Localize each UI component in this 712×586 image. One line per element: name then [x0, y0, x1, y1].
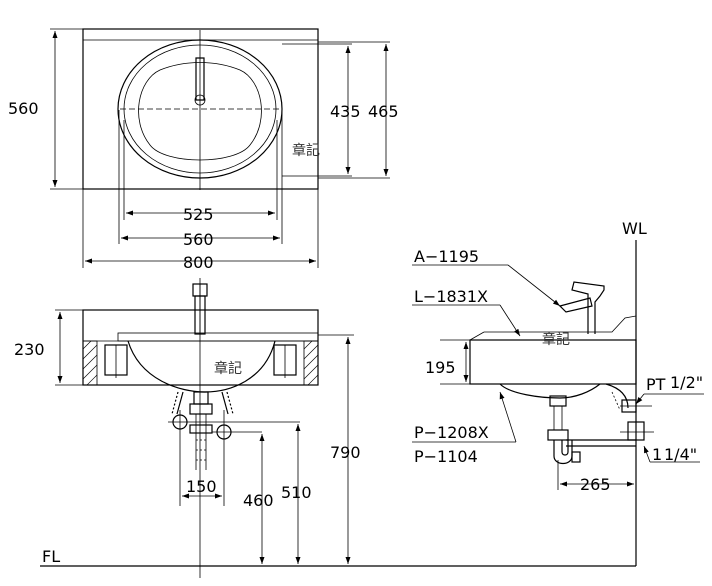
dim-bowl-width-inner: 525 [183, 205, 214, 224]
counter-slab-front [82, 309, 319, 386]
bowl-basin [138, 62, 262, 161]
side-view: WL 章記 [412, 219, 704, 566]
floor-line-group: FL [40, 547, 636, 567]
front-view: 章記 230 [14, 278, 361, 578]
floor-line-label: FL [42, 547, 60, 566]
label-pipe-fraction: 1/4" [664, 445, 697, 464]
label-faucet: A−1195 [414, 247, 479, 266]
wall-line-label: WL [622, 219, 647, 238]
label-pt-fraction: 1/2" [670, 373, 703, 392]
dim-depth-total: 560 [8, 99, 39, 118]
dim-bowl-depth-inner: 435 [330, 102, 361, 121]
dim-counter-height-front: 230 [14, 340, 45, 359]
label-pipe-whole: 1 [652, 445, 662, 464]
dim-drain-spacing: 150 [186, 477, 217, 496]
hatched-supports [82, 340, 319, 386]
dim-counter-width: 800 [183, 253, 214, 272]
trap-side [547, 395, 636, 465]
faucet-side [558, 281, 605, 334]
dim-bowl-depth-outer: 465 [368, 102, 399, 121]
label-pt-prefix: PT [646, 375, 666, 394]
dim-trap-offset: 265 [580, 475, 611, 494]
counter-top-outline [82, 28, 319, 190]
stamp-front: 章記 [214, 360, 242, 377]
faucet-top [195, 57, 205, 101]
dim-supply-height: 460 [243, 491, 274, 510]
dim-drain-height: 510 [281, 483, 312, 502]
bowl-side [499, 383, 601, 399]
bowl-front [127, 340, 276, 393]
drain-trap-front [189, 391, 213, 470]
dim-bowl-width-outer: 560 [183, 230, 214, 249]
top-view: 章記 560 435 465 525 560 800 [8, 28, 399, 272]
stamp-top: 章記 [292, 142, 320, 159]
label-trap-2: P−1104 [414, 447, 478, 466]
counter-slab-side [469, 339, 637, 385]
stamp-side: 章記 [542, 331, 570, 348]
dim-counter-height-side: 195 [425, 358, 456, 377]
dim-mount-height: 790 [330, 443, 361, 462]
label-lavatory: L−1831X [414, 287, 488, 306]
label-trap-1: P−1208X [414, 423, 489, 442]
